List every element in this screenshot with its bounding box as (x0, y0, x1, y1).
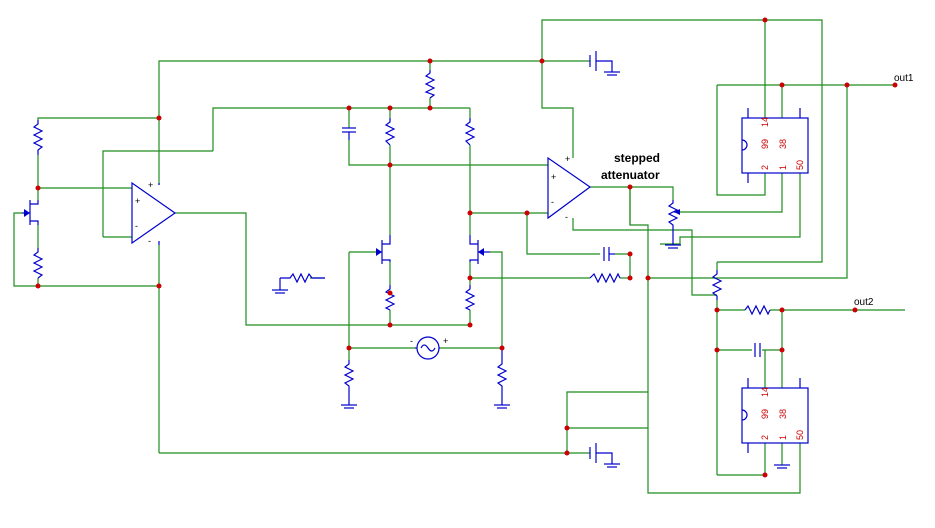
ground-3 (494, 404, 510, 409)
resistor-r4 (384, 118, 396, 146)
ic-1-pin-50: 50 (795, 160, 805, 170)
opamp-1-vminus: - (148, 236, 151, 246)
opamp-1-minus: - (135, 221, 138, 231)
opamp-1-plus: + (135, 196, 140, 206)
battery-bottom (589, 443, 620, 468)
opamp-1: + - + - (131, 180, 177, 246)
jfet-q2 (469, 235, 490, 264)
labels: stepped attenuator out1 out2 (601, 73, 914, 308)
capacitor-c2 (603, 247, 615, 261)
ic-2-pin-50: 50 (795, 430, 805, 440)
capacitor-c1 (342, 127, 356, 140)
ac-source: - + (410, 336, 448, 360)
opamp-1-vplus: + (148, 180, 153, 190)
ground-2 (341, 404, 357, 409)
resistor-r6 (384, 285, 396, 311)
resistor-r8 (343, 360, 355, 405)
ic-2-pin-99: 99 (760, 409, 770, 419)
resistor-r11 (280, 272, 325, 284)
resistor-r2 (32, 248, 44, 279)
label-attenuator: attenuator (601, 168, 660, 182)
junctions (35, 17, 898, 478)
jfet-left-bias (22, 200, 39, 225)
ic-1-pin-1: 1 (778, 165, 788, 170)
resistor-r7 (464, 285, 476, 311)
opamp-2-minus: - (551, 197, 554, 207)
ic-1-pin-2: 2 (760, 165, 770, 170)
ic-1-pin-14: 14 (760, 117, 770, 127)
resistor-r3 (424, 70, 436, 99)
ic-1-pin-99: 99 (760, 139, 770, 149)
label-stepped: stepped (614, 151, 660, 165)
opamp-2-vminus: - (565, 212, 568, 222)
resistor-r10 (711, 270, 723, 300)
batteries (589, 51, 620, 468)
potentiometer-attenuator (667, 200, 680, 245)
opamp-2-plus: + (551, 172, 556, 182)
resistor-r5 (464, 118, 476, 146)
resistor-r12 (589, 272, 621, 284)
opamp-2-vplus: + (565, 154, 570, 164)
ground-4 (665, 244, 681, 249)
battery-top (589, 51, 620, 76)
ic-2-pin-2: 2 (760, 435, 770, 440)
ic-pin-stubs (747, 108, 801, 453)
svg-text:+: + (443, 336, 448, 346)
ground-1 (272, 278, 288, 294)
resistor-r1 (32, 120, 44, 155)
resistor-r13 (744, 304, 771, 316)
resistor-r9 (496, 350, 508, 405)
label-out1: out1 (894, 73, 914, 84)
jfet-q1 (376, 235, 391, 264)
svg-text:-: - (410, 336, 413, 346)
capacitors (342, 127, 761, 357)
resistors (32, 70, 771, 405)
grounds (272, 244, 790, 469)
ic-2-pin-14: 14 (760, 387, 770, 397)
ic-2-pin-1: 1 (778, 435, 788, 440)
ic-1: 14 99 38 2 1 50 (741, 117, 809, 174)
wires (13, 19, 905, 494)
ic-2-pin-38: 38 (778, 409, 788, 419)
capacitor-c3 (754, 343, 761, 357)
ic-1-pin-38: 38 (778, 139, 788, 149)
ground-5 (774, 464, 790, 469)
ic-2: 14 99 38 2 1 50 (741, 387, 809, 444)
label-out2: out2 (854, 297, 874, 308)
opamp-2: + - + - (547, 154, 592, 222)
